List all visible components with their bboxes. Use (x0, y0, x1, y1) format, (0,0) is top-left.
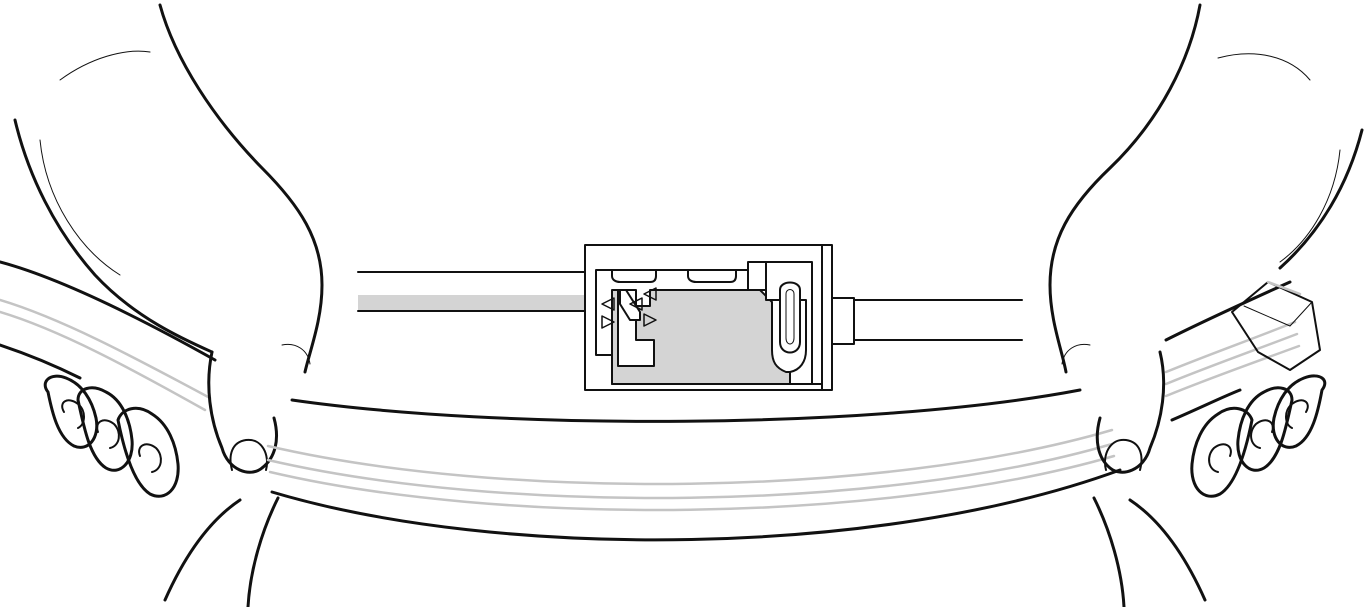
left-strap-tail-grey (358, 295, 586, 311)
right-hand (1048, 3, 1364, 607)
strap-band (266, 388, 1122, 542)
right-strap-end (1164, 280, 1321, 422)
arrow-right-icon (643, 313, 657, 327)
strap-end-clip (1231, 281, 1321, 371)
arrow-left-icon (643, 287, 657, 301)
arrow-left-icon (601, 297, 615, 311)
arrow-left-icon (629, 297, 643, 311)
left-strap-end (0, 260, 217, 412)
release-slot (779, 281, 801, 354)
buckle-stub (831, 297, 855, 345)
buckle-connector (357, 244, 1023, 391)
arrow-right-icon (601, 315, 615, 329)
left-hand (13, 3, 324, 607)
